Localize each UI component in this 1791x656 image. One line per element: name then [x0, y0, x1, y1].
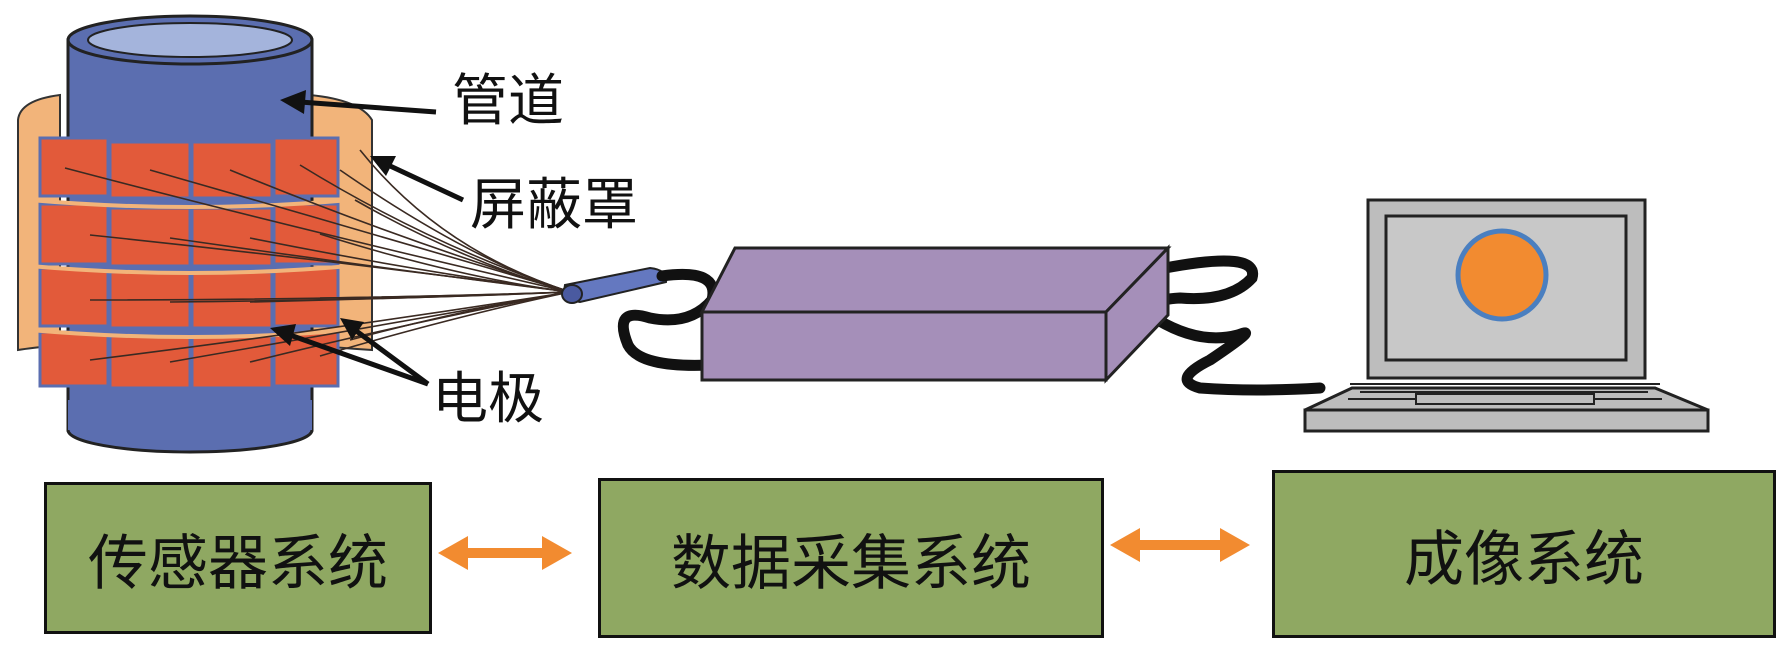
- label-electrode: 电极: [432, 367, 544, 432]
- electrode-pointer-arrows: [270, 318, 430, 387]
- daq-box: [699, 244, 1172, 384]
- electrode-array: [29, 136, 351, 390]
- laptop: [1303, 198, 1710, 433]
- label-shield: 屏蔽罩: [470, 173, 638, 238]
- cable-to-laptop: [1147, 255, 1326, 396]
- sensor-system-box: 传感器系统: [44, 482, 432, 634]
- pipe-pointer-arrow: [280, 90, 437, 115]
- wire-bundle: [64, 149, 571, 363]
- imaging-system-box: 成像系统: [1272, 470, 1776, 638]
- daq-system-box: 数据采集系统: [598, 478, 1104, 638]
- screen-disc: [1455, 228, 1549, 322]
- imaging-system-label: 成像系统: [1404, 524, 1644, 595]
- double-arrow-sensor-daq: [438, 536, 572, 570]
- daq-system-label: 数据采集系统: [671, 528, 1031, 599]
- shield-pointer-arrow: [370, 156, 465, 203]
- cable-to-daq: [617, 268, 719, 371]
- label-pipe: 管道: [452, 69, 564, 134]
- sensor-assembly: [17, 14, 668, 454]
- sensor-system-label: 传感器系统: [88, 528, 388, 599]
- double-arrow-daq-imaging: [1110, 528, 1250, 562]
- connector-plug: [561, 266, 668, 304]
